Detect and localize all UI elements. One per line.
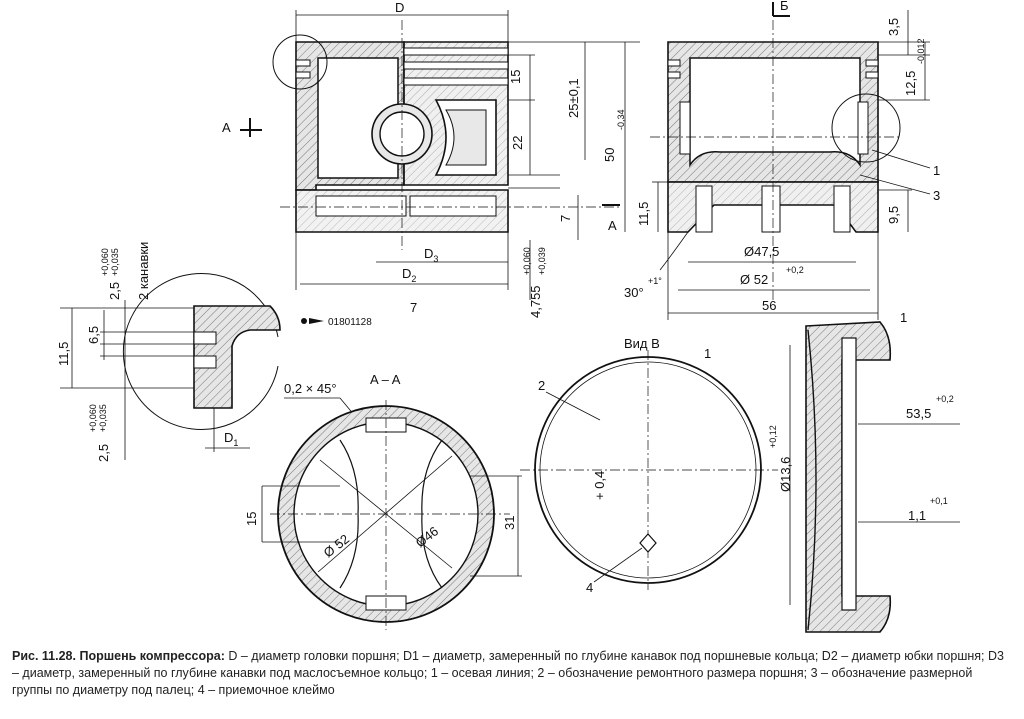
label-1-bottom: 1 bbox=[900, 310, 907, 325]
dim-11-5: 11,5 bbox=[56, 342, 71, 366]
dim-7b: 7 bbox=[410, 300, 417, 315]
mark-04: + 0,4 bbox=[592, 471, 607, 500]
dim-1-1-tol: +0,1 bbox=[930, 496, 948, 506]
dim-25: 25±0,1 bbox=[566, 78, 581, 118]
dim-53-5-tol: +0,2 bbox=[936, 394, 954, 404]
label-3: 3 bbox=[933, 188, 940, 203]
dim-4755: 4,755 bbox=[528, 285, 543, 318]
dim-6-5: 6,5 bbox=[86, 326, 101, 344]
piston-technical-drawing: D A 15 22 25±0,1 50 -0,34 7 A D3 D2 7 4,… bbox=[56, 0, 960, 633]
side-section-view: Б 3,5 12,5 -0,012 1 3 11,5 9,5 Ø47,5 Ø 5… bbox=[624, 0, 940, 325]
dim-3-5: 3,5 bbox=[886, 18, 901, 36]
figure-label: Рис. 11.28. Поршень компрессора: bbox=[12, 649, 225, 663]
view-B: Вид В 1 2 + 0,4 4 bbox=[520, 336, 778, 595]
dim-50: 50 bbox=[602, 148, 617, 162]
groove-text: 2 канавки bbox=[136, 242, 151, 300]
dim-13-6: Ø13,6 bbox=[778, 457, 793, 492]
groove-tol-lo-b: +0,035 bbox=[98, 404, 108, 432]
dim-D1: D1 bbox=[224, 430, 238, 448]
angle-tol: +1° bbox=[648, 276, 662, 286]
part-code-marker bbox=[301, 318, 324, 324]
dim-12-5-tol: -0,012 bbox=[916, 38, 926, 64]
dim-9-5: 9,5 bbox=[886, 206, 901, 224]
dim-53-5: 53,5 bbox=[906, 406, 931, 421]
label-1-viewB: 1 bbox=[704, 346, 711, 361]
dim-D: D bbox=[395, 0, 404, 15]
dim-12-5: 12,5 bbox=[903, 71, 918, 96]
groove-tol-up: +0,060 bbox=[100, 248, 110, 276]
dim-D2: D2 bbox=[402, 266, 416, 284]
view-B-title: Вид В bbox=[624, 336, 660, 351]
dim-50-tol: -0,34 bbox=[616, 109, 626, 130]
dim-52-tol: +0,2 bbox=[786, 265, 804, 275]
groove-tol-up-b: +0,060 bbox=[88, 404, 98, 432]
groove-2-5: 2,5 bbox=[107, 282, 122, 300]
dim-15: 15 bbox=[508, 70, 523, 84]
dim-1-1: 1,1 bbox=[908, 508, 926, 523]
section-AA-title: A – A bbox=[370, 372, 401, 387]
detail-I: Ø13,6 +0,12 53,5 +0,2 1,1 +0,1 bbox=[768, 321, 960, 633]
dim-52-side: Ø 52 bbox=[740, 272, 768, 287]
dim-22: 22 bbox=[510, 136, 525, 150]
chamfer-label: 0,2 × 45° bbox=[284, 381, 337, 396]
view-mark-B: Б bbox=[780, 0, 789, 13]
part-code: 01801128 bbox=[328, 317, 372, 328]
figure-caption-text: D – диаметр головки поршня; D1 – диаметр… bbox=[12, 649, 1004, 697]
label-2: 2 bbox=[538, 378, 545, 393]
groove-tol-lo: +0,035 bbox=[110, 248, 120, 276]
dim-47-5: Ø47,5 bbox=[744, 244, 779, 259]
figure-caption: Рис. 11.28. Поршень компрессора: D – диа… bbox=[12, 648, 1010, 699]
dim-2-5b: 2,5 bbox=[96, 444, 111, 462]
groove-detail: 11,5 6,5 2,5 +0,060 +0,035 2 канавки 2,5… bbox=[56, 242, 281, 462]
section-AA: A – A 0,2 × 45° Ø 52 Ø46 15 31 bbox=[244, 372, 522, 630]
dim-31: 31 bbox=[502, 516, 517, 530]
dim-4755-tol-lo: +0,039 bbox=[537, 247, 547, 275]
front-view: D A 15 22 25±0,1 50 -0,34 7 A D3 D2 7 4,… bbox=[222, 0, 640, 328]
dim-D3: D3 bbox=[424, 246, 438, 264]
dim-7: 7 bbox=[558, 215, 573, 222]
dim-13-6-tol: +0,12 bbox=[768, 425, 778, 448]
section-mark-A-right: A bbox=[608, 218, 617, 233]
dim-15b: 15 bbox=[244, 512, 259, 526]
angle-30: 30° bbox=[624, 285, 644, 300]
label-1-right: 1 bbox=[933, 163, 940, 178]
dim-56: 56 bbox=[762, 298, 776, 313]
dim-11-5-top: 11,5 bbox=[636, 202, 651, 226]
section-mark-A-left: A bbox=[222, 120, 231, 135]
label-4: 4 bbox=[586, 580, 593, 595]
dim-4755-tol-up: +0,060 bbox=[522, 247, 532, 275]
